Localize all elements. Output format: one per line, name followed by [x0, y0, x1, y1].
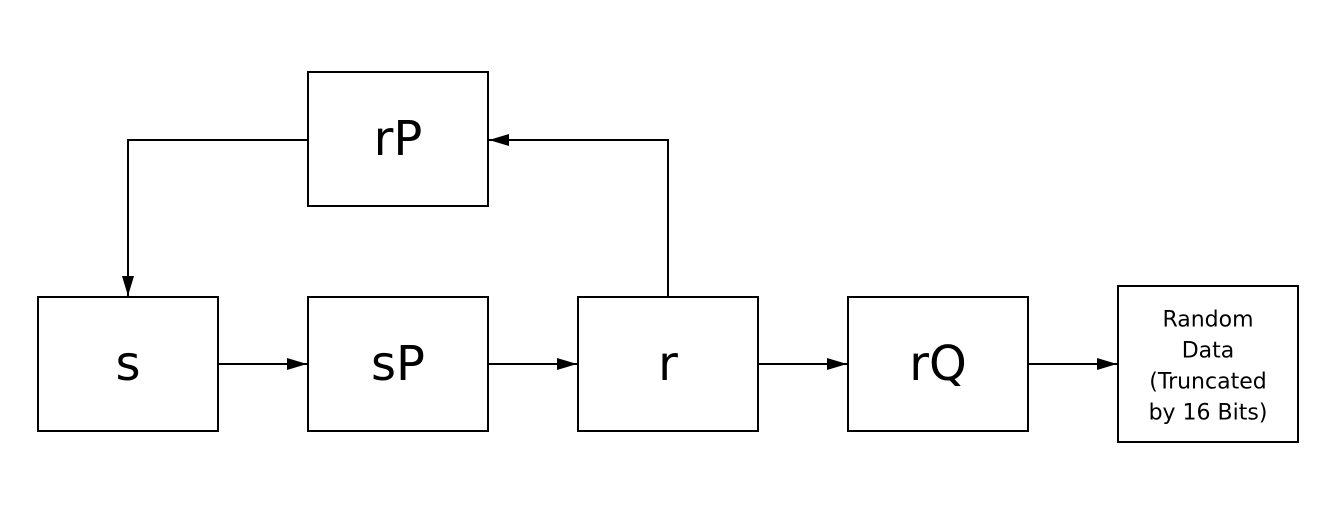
- random-data-line-3: (Truncated: [1149, 370, 1266, 395]
- node-rq: rQ: [847, 296, 1029, 432]
- random-data-line-2: Data: [1182, 339, 1235, 364]
- random-data-line-4: by 16 Bits): [1149, 401, 1268, 426]
- edge-r-to-rp: [489, 134, 669, 297]
- node-sp-label: sP: [371, 336, 425, 392]
- node-random-data: Random Data (Truncated by 16 Bits): [1117, 285, 1299, 443]
- node-s-label: s: [115, 336, 140, 392]
- node-rq-label: rQ: [909, 336, 967, 392]
- random-data-line-1: Random: [1162, 308, 1253, 333]
- edge-rp-to-s: [122, 139, 308, 296]
- node-rp: rP: [307, 71, 489, 207]
- node-r-label: r: [658, 336, 678, 392]
- node-s: s: [37, 296, 219, 432]
- node-rp-label: rP: [374, 111, 423, 167]
- node-r: r: [577, 296, 759, 432]
- node-sp: sP: [307, 296, 489, 432]
